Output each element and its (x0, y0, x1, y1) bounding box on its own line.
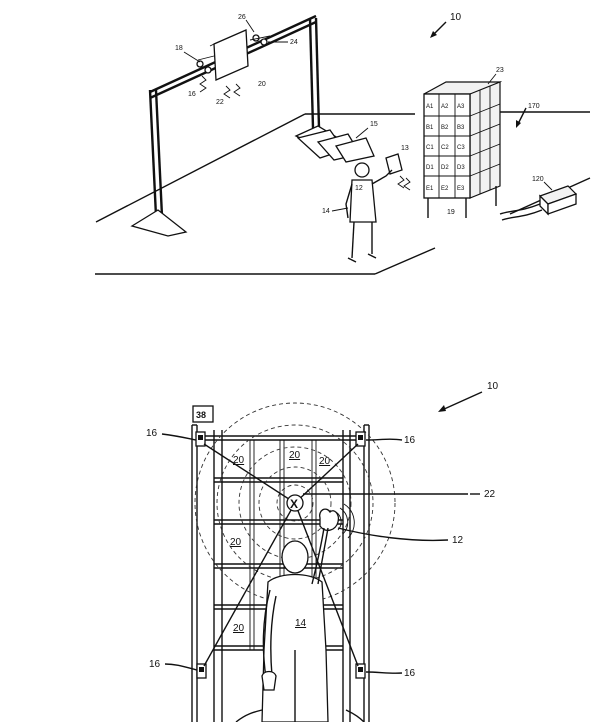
bin-label-1: 20 (233, 455, 245, 466)
person-bottom (261, 527, 329, 722)
label-box-38: 38 (196, 410, 206, 420)
base-unit (499, 185, 578, 221)
grid-b2: B2 (441, 125, 449, 131)
label-item: 13 (401, 145, 409, 152)
label-person-bottom: 14 (295, 618, 307, 629)
bin-label-3: 20 (319, 456, 331, 467)
label-right-sensor: 24 (290, 39, 298, 46)
label-bins: 15 (370, 121, 378, 128)
label-hand-bottom: 12 (452, 535, 464, 546)
bottom-figure: 10 38 (146, 381, 499, 722)
corner-label-bottom-left: 16 (149, 659, 161, 670)
grid-a2: A2 (441, 104, 449, 110)
floor-plane (95, 111, 591, 275)
label-base-unit: 120 (532, 176, 544, 183)
grid-c1: C1 (426, 145, 434, 151)
top-ref-arrowhead (430, 31, 437, 38)
label-signal-right: 20 (258, 81, 266, 88)
top-ref-label: 10 (450, 12, 462, 23)
grid-b1: B1 (426, 125, 434, 131)
bin-label-5: 20 (233, 623, 245, 634)
grid-e1: E1 (426, 186, 434, 192)
grid-b3: B3 (457, 125, 465, 131)
sensor-array (196, 29, 271, 99)
label-shelf-foot: 19 (447, 209, 455, 216)
box-38 (192, 405, 214, 423)
center-mark-circle (286, 494, 304, 512)
bin-label-2: 20 (289, 450, 301, 461)
grid-c3: C3 (457, 145, 465, 151)
label-hand: 12 (355, 185, 363, 192)
triangulation-lines (203, 443, 359, 667)
label-signal-left: 22 (216, 99, 224, 106)
hand-item (319, 503, 355, 539)
corner-label-bottom-right: 16 (404, 668, 416, 679)
label-shelf: 23 (496, 67, 504, 74)
label-sensor-array: 26 (238, 14, 246, 21)
label-center: 22 (484, 489, 496, 500)
grid-a3: A3 (457, 104, 465, 110)
corner-label-top-right: 16 (404, 435, 416, 446)
bottom-ref-label: 10 (487, 381, 499, 392)
shelving-unit (423, 81, 503, 218)
shelf-grid-labels: A1 A2 A3 B1 B2 B3 C1 C2 C3 D1 D2 D3 E1 E… (426, 104, 465, 192)
label-left-sensor: 18 (175, 45, 183, 52)
top-figure: 10 (95, 12, 591, 275)
grid-c2: C2 (441, 145, 449, 151)
label-floor-marker: 170 (528, 103, 540, 110)
grid-a1: A1 (426, 104, 434, 110)
corner-sensors (195, 431, 366, 679)
center-mark: X (290, 497, 298, 511)
person-top (345, 162, 393, 263)
label-camera: 16 (188, 91, 196, 98)
grid-e2: E2 (441, 186, 449, 192)
grid-d2: D2 (441, 165, 449, 171)
corner-label-top-left: 16 (146, 428, 158, 439)
bins (296, 129, 375, 163)
label-person: 14 (322, 208, 330, 215)
grid-d1: D1 (426, 165, 434, 171)
grid-d3: D3 (457, 165, 465, 171)
bin-label-4: 20 (230, 537, 242, 548)
item (385, 153, 403, 175)
grid-e3: E3 (457, 186, 465, 192)
